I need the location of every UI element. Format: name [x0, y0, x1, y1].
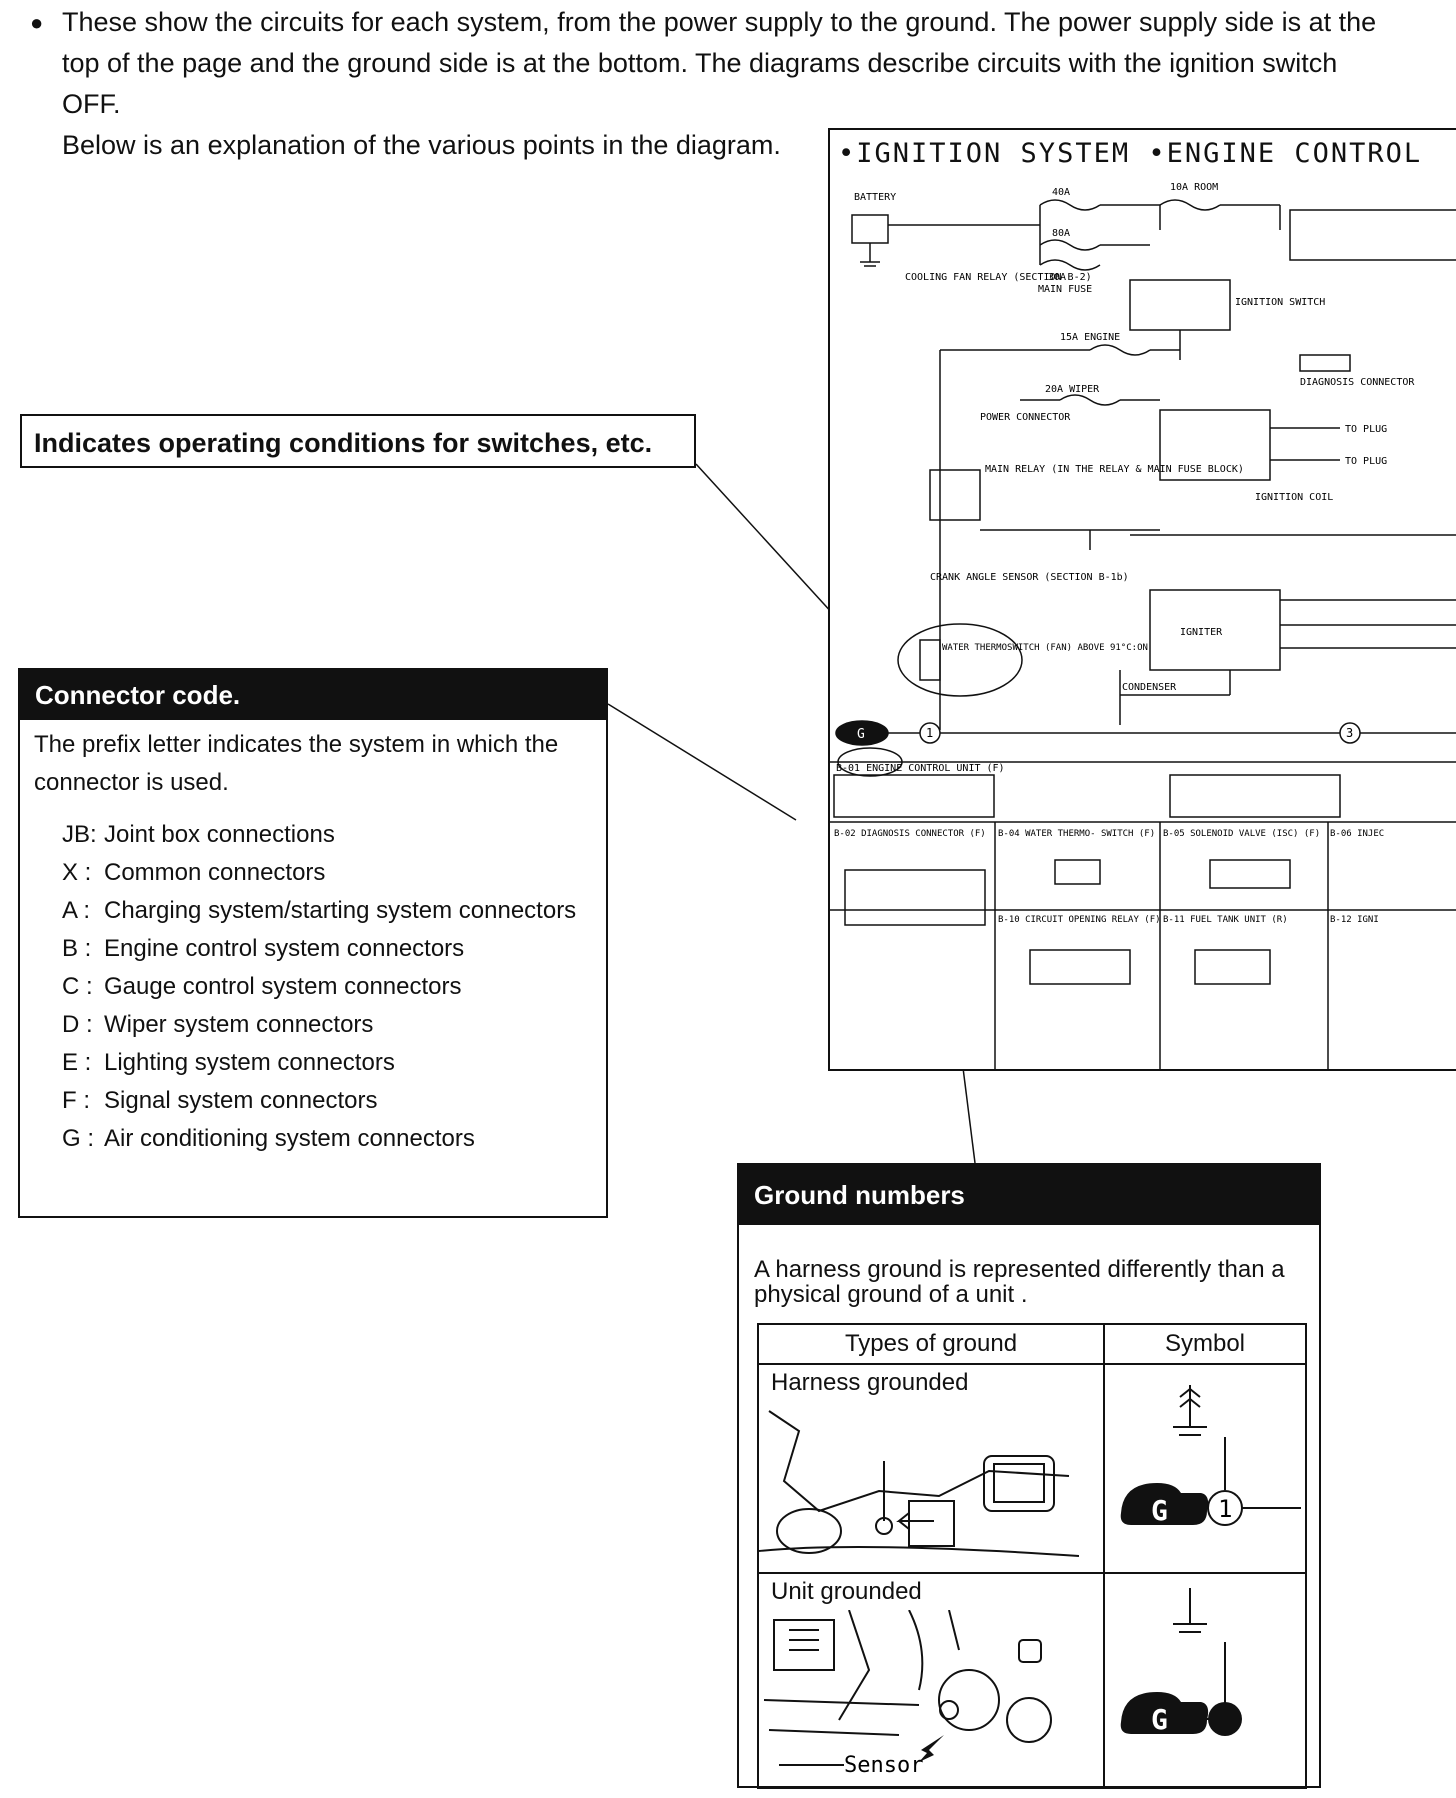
column-header-symbol: Symbol: [1103, 1323, 1307, 1365]
connector-code-item: E :Lighting system connectors: [62, 1049, 395, 1076]
ground-number-label: 3: [1346, 726, 1353, 740]
connector-code-item: A :Charging system/starting system conne…: [62, 897, 577, 924]
ground-numbers-box: Ground numbers A harness ground is repre…: [737, 1163, 1321, 1789]
connector-code-description: The prefix letter indicates the system i…: [34, 731, 559, 796]
wiring-diagram: •IGNITION SYSTEM •ENGINE CONTROL: [828, 128, 1456, 1071]
battery-label: BATTERY: [854, 192, 896, 203]
unit-grounded-label: Unit grounded: [771, 1578, 922, 1605]
ground-number-label: 1: [926, 726, 933, 740]
column-header-type: Types of ground: [757, 1323, 1105, 1365]
unit-ground-symbol: G: [1120, 1588, 1242, 1736]
table-row: G: [1103, 1572, 1307, 1789]
power-connector-label: POWER CONNECTOR: [980, 412, 1071, 423]
diagram-title: •IGNITION SYSTEM •ENGINE CONTROL: [838, 138, 1423, 169]
connector-code-item: D :Wiper system connectors: [62, 1011, 374, 1038]
b12-label: B-12 IGNI: [1330, 915, 1379, 925]
main-fuse-label: MAIN FUSE: [1038, 284, 1092, 295]
connector-code-item: C :Gauge control system connectors: [62, 973, 462, 1000]
ecu-connector-label: B-01 ENGINE CONTROL UNIT (F): [836, 763, 1005, 774]
connector-code-item: G :Air conditioning system connectors: [62, 1125, 475, 1152]
connector-code-box: Connector code. The prefix letter indica…: [18, 668, 608, 1218]
intro-explanation: Below is an explanation of the various p…: [62, 130, 781, 160]
sensor-label: Sensor: [844, 1753, 923, 1778]
cooling-fan-relay-label: COOLING FAN RELAY (SECTION B-2): [905, 272, 1092, 283]
connector-code-item: B :Engine control system connectors: [62, 935, 465, 962]
condenser-label: CONDENSER: [1122, 682, 1177, 693]
table-row: Unit grounded: [757, 1572, 1105, 1789]
crank-angle-sensor-label: CRANK ANGLE SENSOR (SECTION B-1b): [930, 572, 1129, 583]
diagnosis-connector-label: DIAGNOSIS CONNECTOR: [1300, 377, 1415, 388]
fuse-20a-wiper-label: 20A WIPER: [1045, 384, 1100, 395]
b04-label: B-04 WATER THERMO- SWITCH (F): [998, 829, 1155, 839]
harness-ground-symbol: G 1: [1120, 1385, 1301, 1527]
ground-g-symbol: G: [1151, 1494, 1168, 1527]
unit-ground-illustration: Sensor: [763, 1609, 1052, 1778]
fuse-40a-label: 40A: [1052, 187, 1070, 198]
connector-code-title: Connector code.: [20, 670, 606, 720]
main-relay-label: MAIN RELAY (IN THE RELAY & MAIN FUSE BLO…: [985, 464, 1244, 475]
fuse-30a-label: 30A: [1048, 272, 1066, 283]
connector-code-item: F :Signal system connectors: [62, 1087, 378, 1114]
intro-text: ● These show the circuits for each syste…: [30, 2, 1390, 166]
bullet-icon: ●: [30, 10, 44, 35]
b10-label: B-10 CIRCUIT OPENING RELAY (F): [998, 915, 1161, 925]
connector-code-item: JB:Joint box connections: [62, 821, 335, 848]
igniter-label: IGNITER: [1180, 627, 1223, 638]
fuse-10a-room-label: 10A ROOM: [1170, 182, 1218, 193]
b06-label: B-06 INJEC: [1330, 829, 1384, 839]
ground-g-symbol: G: [1151, 1703, 1168, 1736]
water-thermoswitch-label: WATER THERMOSWITCH (FAN) ABOVE 91°C:ON: [942, 643, 1148, 653]
connector-code-list: JB:Joint box connections X :Common conne…: [20, 816, 606, 1158]
fuse-15a-engine-label: 15A ENGINE: [1060, 332, 1120, 343]
b05-label: B-05 SOLENOID VALVE (ISC) (F): [1163, 829, 1320, 839]
ignition-switch-label: IGNITION SWITCH: [1235, 297, 1325, 308]
switch-conditions-callout: Indicates operating conditions for switc…: [20, 414, 696, 468]
ground-letter-label: G: [857, 727, 865, 742]
intro-paragraph: These show the circuits for each system,…: [62, 7, 1377, 119]
connector-code-item: X :Common connectors: [62, 859, 326, 886]
b11-label: B-11 FUEL TANK UNIT (R): [1163, 915, 1288, 925]
ignition-coil-label: IGNITION COIL: [1255, 492, 1333, 503]
to-plug-label: TO PLUG: [1345, 424, 1387, 435]
b02-label: B-02 DIAGNOSIS CONNECTOR (F): [834, 829, 986, 839]
harness-grounded-label: Harness grounded: [771, 1369, 969, 1396]
table-row: G 1: [1103, 1363, 1307, 1574]
table-row: Harness grounded: [757, 1363, 1105, 1574]
ground-numbers-title: Ground numbers: [739, 1165, 1319, 1225]
to-plug-label: TO PLUG: [1345, 456, 1387, 467]
ground-numbers-description: A harness ground is represented differen…: [754, 1256, 1285, 1308]
wiring-schematic: BATTERY 40A 80A 30A MAIN FUSE 10A ROOM C…: [830, 182, 1456, 1069]
ground-types-table: Types of ground Symbol Harness grounded: [757, 1323, 1307, 1789]
ground-number-symbol: 1: [1218, 1495, 1232, 1523]
harness-ground-illustration: [758, 1410, 1080, 1557]
fuse-80a-label: 80A: [1052, 228, 1070, 239]
